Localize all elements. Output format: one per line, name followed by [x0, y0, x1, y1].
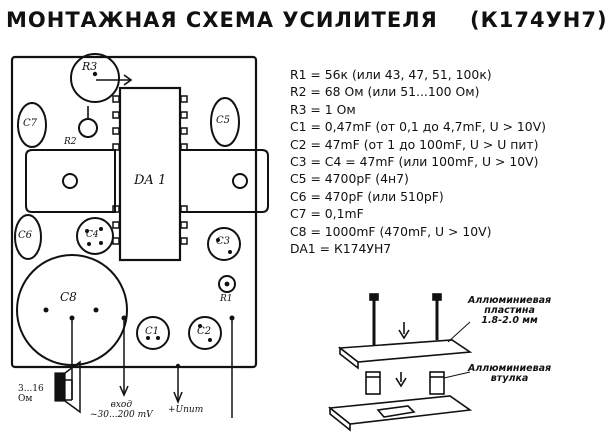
title-main: МОНТАЖНАЯ СХЕМА УСИЛИТЕЛЯ — [6, 8, 438, 32]
label-c4: C4 — [86, 230, 99, 240]
speaker-cone — [64, 360, 81, 414]
pcb-pads — [43, 71, 235, 369]
heatsink-hole-right — [232, 173, 248, 189]
label-input: вход ~30...200 mV — [90, 400, 153, 420]
label-supply: +Uпит — [168, 405, 204, 415]
r3-pad — [70, 53, 120, 103]
note-plate: Аллюминиевая пластина 1.8-2.0 мм — [468, 295, 552, 326]
component-r2: R2 = 68 Ом (или 51...100 Ом) — [290, 84, 480, 100]
component-da1: DA1 = К174УН7 — [290, 241, 392, 257]
c5-body — [210, 97, 240, 147]
component-r1: R1 = 56к (или 43, 47, 51, 100к) — [290, 67, 492, 82]
sleeve-right — [429, 371, 445, 395]
label-speaker: 3...16 Ом — [18, 384, 44, 404]
plate-arrow-head — [398, 329, 410, 340]
label-c1: C1 — [145, 326, 160, 337]
label-c8: C8 — [60, 290, 77, 304]
base-board-side — [329, 406, 351, 432]
c3-body — [207, 227, 241, 261]
heatsink-hole-left — [62, 173, 78, 189]
c6-body — [14, 214, 42, 260]
sleeve-leader — [443, 371, 471, 379]
label-c2: C2 — [197, 326, 212, 337]
r3-arrow-head — [123, 74, 133, 86]
c7-body — [17, 102, 47, 148]
label-c6: C6 — [18, 230, 33, 241]
component-c8: C8 = 1000mF (470mF, U > 10V) — [290, 223, 492, 239]
chip-on-board — [376, 405, 416, 418]
component-c3-c4: C3 = C4 = 47mF (или 100mF, U > 10V) — [290, 154, 539, 170]
sleeve-left — [365, 371, 381, 395]
label-c5: C5 — [216, 115, 231, 126]
component-c6: C6 = 470pF (или 510pF) — [290, 188, 444, 204]
label-c7: C7 — [23, 118, 38, 129]
component-c7: C7 = 0,1mF — [290, 206, 364, 222]
heatsink-tab — [25, 149, 116, 213]
component-c1: C1 = 0,47mF (от 0,1 до 4,7mF, U > 10V) — [290, 119, 547, 135]
heatsink-tab-right — [159, 149, 269, 213]
aluminium-plate — [337, 339, 473, 363]
component-c2: C2 = 47mF (от 1 до 100mF, U > U пит) — [290, 136, 539, 152]
note-sleeve: Аллюминиевая втулка — [468, 363, 552, 384]
c2-body — [188, 316, 222, 350]
plate-leader — [447, 321, 471, 343]
sleeve-arrow-head — [395, 377, 407, 388]
assembly-drawing — [327, 293, 473, 432]
input-arrow — [119, 385, 129, 397]
label-r1: R1 — [220, 294, 233, 304]
label-r3: R3 — [82, 60, 98, 73]
r2-pad — [78, 118, 98, 138]
c1-body — [136, 316, 170, 350]
screw-right-head — [432, 293, 442, 301]
r1-pad — [218, 275, 236, 293]
da1-pins-right — [180, 95, 188, 245]
label-c3: C3 — [216, 236, 231, 247]
component-r3: R3 = 1 Ом — [290, 101, 356, 117]
label-r2: R2 — [64, 137, 77, 147]
component-list: R1 = 56к (или 43, 47, 51, 100к) R2 = 68 … — [290, 66, 590, 257]
c4-body — [76, 217, 114, 255]
component-c5: C5 = 4700pF (4н7) — [290, 171, 409, 187]
page-title: МОНТАЖНАЯ СХЕМА УСИЛИТЕЛЯ (К174УН7) — [6, 6, 607, 36]
screw-left-head — [369, 293, 379, 301]
da1-pins-left — [112, 95, 120, 245]
speaker-magnet — [54, 372, 66, 402]
label-da1: DA 1 — [134, 173, 167, 188]
da1-body — [118, 86, 182, 262]
title-model: (К174УН7) — [470, 8, 608, 32]
supply-arrow — [173, 391, 183, 405]
aluminium-plate-side — [339, 346, 359, 370]
